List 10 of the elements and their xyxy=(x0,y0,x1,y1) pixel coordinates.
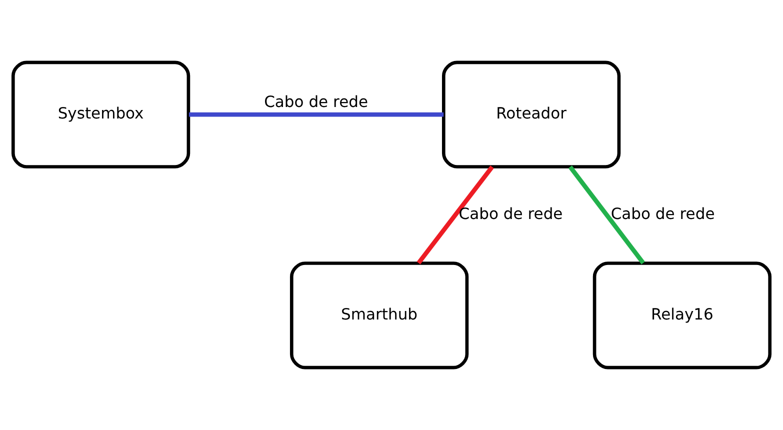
edge-label: Cabo de rede xyxy=(610,205,715,224)
node-box: Systembox xyxy=(11,60,190,168)
connector xyxy=(568,166,645,264)
edge-label: Cabo de rede xyxy=(458,205,563,224)
edge-label: Cabo de rede xyxy=(264,93,368,112)
node-box: Smarthub xyxy=(290,262,469,370)
connector xyxy=(188,112,444,117)
node-box: Relay16 xyxy=(592,262,772,370)
connector xyxy=(416,166,494,264)
node-box: Roteador xyxy=(442,60,621,168)
